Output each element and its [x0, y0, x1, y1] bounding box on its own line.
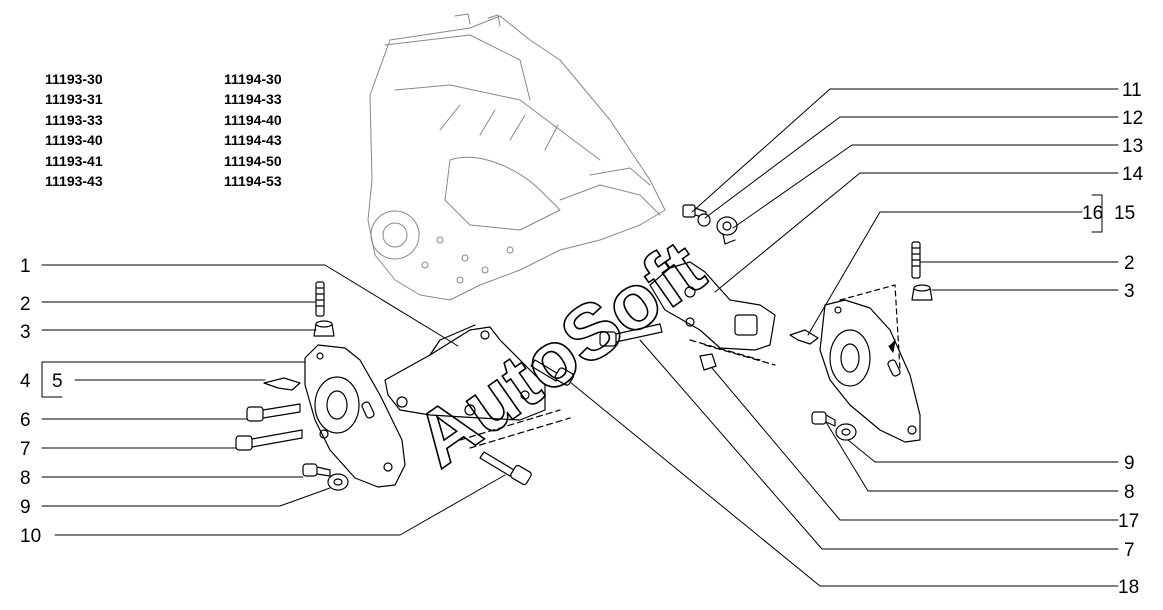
callout-number: 1: [20, 256, 31, 277]
model-code: 11194-40: [224, 111, 282, 128]
callout-number: 8: [1124, 482, 1135, 503]
engine-outline: [367, 13, 666, 301]
callout-number: 18: [1118, 577, 1139, 598]
model-list-right: 11194-30 11194-33 11194-40 11194-43 1119…: [224, 69, 282, 191]
callout-number: 3: [1124, 281, 1135, 302]
bracket-13: [716, 216, 738, 245]
bolt-10: [479, 451, 532, 486]
nut-17: [699, 353, 717, 371]
model-code: 11193-41: [45, 152, 103, 169]
bolt-18: [530, 359, 574, 386]
callout-number: 7: [1124, 540, 1135, 561]
callout-number: 4: [20, 371, 31, 392]
callout-number: 14: [1122, 164, 1144, 185]
callout-number: 9: [20, 497, 31, 518]
model-code: 11194-30: [224, 71, 282, 87]
washer-9-left: [327, 473, 349, 491]
model-code: 11193-31: [45, 91, 103, 108]
callout-numbers-left: 1 2 3 4 5 6 7 8 9 10: [20, 256, 63, 547]
callout-number: 8: [20, 468, 31, 489]
model-code: 11193-43: [45, 172, 103, 189]
callout-number: 17: [1118, 511, 1139, 532]
left-mount-plate: [304, 344, 406, 488]
right-mount-plate: [819, 284, 921, 443]
model-code: 11194-43: [224, 132, 282, 149]
left-bracket: [384, 324, 571, 449]
stud-left: [315, 281, 325, 317]
bolt-8-right: [811, 411, 836, 427]
bolt-7-right: [599, 323, 663, 347]
clip-left: [263, 377, 301, 391]
callout-number: 10: [20, 526, 41, 547]
leader-lines-right: [569, 88, 1119, 587]
bolt-8-left: [302, 463, 331, 477]
clip-right: [789, 329, 819, 345]
callout-number: 7: [20, 439, 31, 460]
bolt-6: [246, 403, 301, 422]
callout-number: 9: [1124, 453, 1135, 474]
callout-number: 12: [1122, 108, 1143, 129]
right-bracket: [649, 261, 776, 366]
callout-number: 2: [1124, 253, 1135, 274]
nut-right: [911, 284, 933, 301]
model-code: 11194-50: [224, 152, 282, 169]
callout-number: 11: [1122, 80, 1142, 101]
model-code: 11194-53: [224, 172, 282, 189]
callout-number: 6: [20, 410, 31, 431]
callout-number: 2: [20, 294, 31, 315]
model-list-left: 11193-30 11193-31 11193-33 11193-40 1119…: [45, 69, 103, 191]
stud-right: [911, 241, 921, 279]
callout-number: 13: [1122, 136, 1143, 157]
nut-left: [313, 320, 335, 337]
washer-9-right: [835, 423, 857, 441]
callout-number: 3: [20, 322, 31, 343]
model-code: 11193-40: [45, 132, 103, 149]
model-code: 11193-33: [45, 111, 103, 128]
model-code: 11194-33: [224, 91, 282, 108]
leader-lines-left: [41, 264, 506, 536]
bolt-7-left: [235, 429, 303, 451]
callout-number: 16: [1082, 203, 1103, 224]
callout-number: 15: [1114, 203, 1135, 224]
model-code: 11193-30: [45, 71, 103, 87]
callout-number: 5: [52, 371, 63, 392]
callout-numbers-right: 11 12 13 14 16 15 2 3 9 8 17 7 18: [1082, 80, 1144, 598]
